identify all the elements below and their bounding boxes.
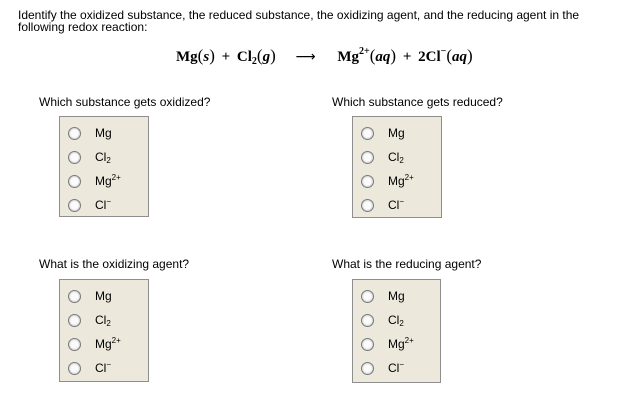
state-aqueous: aq xyxy=(375,49,391,65)
option-cl2[interactable]: Cl2 xyxy=(60,145,148,169)
option-cl-minus[interactable]: Cl− xyxy=(353,356,440,380)
radio-button[interactable] xyxy=(68,313,81,327)
option-mg[interactable]: Mg xyxy=(60,284,148,308)
option-cl-minus[interactable]: Cl− xyxy=(60,193,148,217)
radio-button[interactable] xyxy=(68,289,81,303)
radio-button[interactable] xyxy=(361,337,374,351)
option-mg[interactable]: Mg xyxy=(353,121,441,145)
radio-button[interactable] xyxy=(361,198,374,212)
option-mg2plus[interactable]: Mg2+ xyxy=(60,169,148,193)
option-mg[interactable]: Mg xyxy=(353,284,440,308)
radio-button[interactable] xyxy=(68,198,81,212)
radio-button[interactable] xyxy=(68,126,81,140)
answer-group-oxidized: Mg Cl2 Mg2+ Cl− xyxy=(59,116,149,217)
reaction-arrow-icon: ⟶ xyxy=(295,49,316,65)
question-oxidizing-agent-label: What is the oxidizing agent? xyxy=(39,257,190,271)
option-mg[interactable]: Mg xyxy=(60,121,148,145)
plus-sign: + xyxy=(221,49,231,65)
option-mg2plus[interactable]: Mg2+ xyxy=(353,332,440,356)
question-oxidized-label: Which substance gets oxidized? xyxy=(39,95,211,109)
reactant-mg: Mg xyxy=(176,49,198,65)
option-cl-minus[interactable]: Cl− xyxy=(353,193,441,217)
state-gas: g xyxy=(262,49,271,65)
reactant-cl2: Cl2 xyxy=(236,49,257,67)
radio-button[interactable] xyxy=(361,174,374,188)
radio-button[interactable] xyxy=(361,126,374,140)
option-cl2[interactable]: Cl2 xyxy=(60,308,148,332)
option-mg2plus[interactable]: Mg2+ xyxy=(353,169,441,193)
answer-group-oxidizing-agent: Mg Cl2 Mg2+ Cl− xyxy=(59,279,149,382)
radio-button[interactable] xyxy=(361,289,374,303)
radio-button[interactable] xyxy=(361,361,374,375)
radio-button[interactable] xyxy=(68,361,81,375)
plus-sign: + xyxy=(402,49,412,65)
answer-group-reduced: Mg Cl2 Mg2+ Cl− xyxy=(352,116,442,218)
radio-button[interactable] xyxy=(361,313,374,327)
problem-prompt: Identify the oxidized substance, the red… xyxy=(18,8,580,34)
option-mg2plus[interactable]: Mg2+ xyxy=(60,332,148,356)
option-cl2[interactable]: Cl2 xyxy=(353,308,440,332)
radio-button[interactable] xyxy=(68,174,81,188)
question-reducing-agent-label: What is the reducing agent? xyxy=(332,257,482,271)
radio-button[interactable] xyxy=(361,150,374,164)
option-cl2[interactable]: Cl2 xyxy=(353,145,441,169)
radio-button[interactable] xyxy=(68,337,81,351)
answer-group-reducing-agent: Mg Cl2 Mg2+ Cl− xyxy=(352,279,441,383)
state-aqueous: aq xyxy=(452,49,467,65)
product-cl-minus: 2Cl− xyxy=(418,46,447,66)
question-reduced-label: Which substance gets reduced? xyxy=(332,95,503,109)
state-solid: s xyxy=(203,49,210,65)
product-mg2plus: Mg2+ xyxy=(337,46,370,66)
redox-equation: Mg(s) + Cl2(g) ⟶ Mg2+(aq) + 2Cl−(aq) xyxy=(176,46,473,67)
radio-button[interactable] xyxy=(68,150,81,164)
option-cl-minus[interactable]: Cl− xyxy=(60,356,148,380)
